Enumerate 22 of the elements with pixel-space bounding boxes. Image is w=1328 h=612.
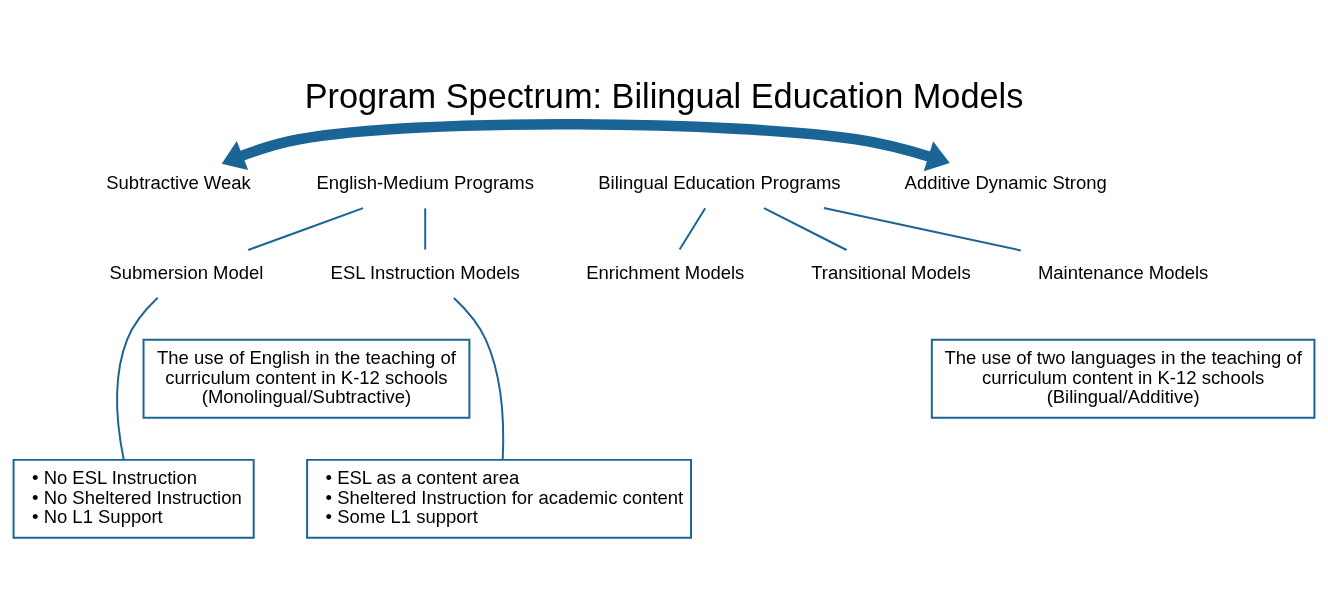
node-text: Maintenance Models xyxy=(1037,261,1209,283)
node-box: The use of English in the teaching of curriculum content in K-12 schools (Monolingual/Subtractive) xyxy=(142,338,471,419)
connector xyxy=(678,206,707,250)
connector xyxy=(763,206,848,251)
connector xyxy=(452,296,505,460)
connector xyxy=(116,296,159,461)
node-text: Enrichment Models xyxy=(586,261,745,283)
diagram-title: Program Spectrum: Bilingual Education Models xyxy=(304,76,1024,115)
node-text: Additive Dynamic Strong xyxy=(904,171,1107,193)
node-text: Submersion Model xyxy=(109,261,264,283)
node-box: The use of two languages in the teaching of curriculum content in K-12 schools (Bilingual/Additive) xyxy=(930,338,1316,419)
node-text: ESL Instruction Models xyxy=(330,261,520,283)
node-box: • No ESL Instruction • No Sheltered Instruction • No L1 Support xyxy=(12,458,255,539)
node-box: • ESL as a content area • Sheltered Instruction for academic content • Some L1 support xyxy=(306,458,693,539)
node-text: English-Medium Programs xyxy=(316,171,534,193)
node-text: Subtractive Weak xyxy=(106,171,251,193)
arrow xyxy=(221,118,950,171)
connector xyxy=(424,206,427,250)
node-text: Transitional Models xyxy=(811,261,971,283)
node-text: Bilingual Education Programs xyxy=(598,171,841,193)
connector xyxy=(247,206,365,251)
connector xyxy=(822,206,1022,251)
